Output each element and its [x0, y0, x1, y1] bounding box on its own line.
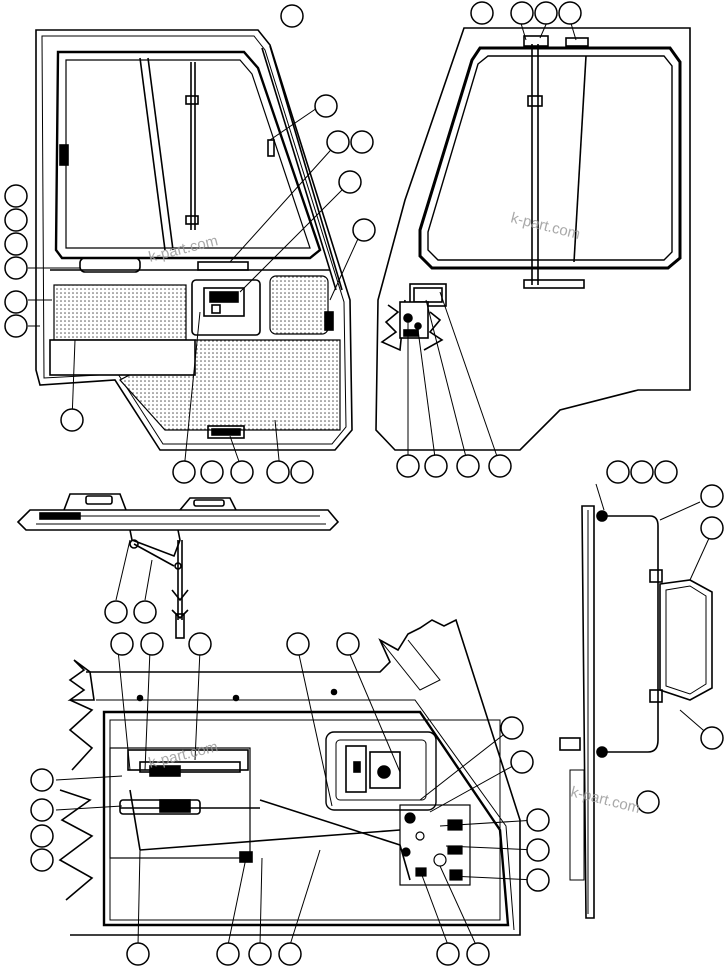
- mirror-side-view: [559, 483, 713, 919]
- callout-circle: [636, 790, 660, 814]
- callout-circle: [216, 942, 240, 966]
- callout-circle: [396, 454, 420, 478]
- callout-circle: [526, 808, 550, 832]
- callout-circle: [654, 460, 678, 484]
- callout-circle: [286, 632, 310, 656]
- callout-circle: [436, 942, 460, 966]
- callout-circle: [278, 942, 302, 966]
- callout-circle: [314, 94, 338, 118]
- callout-circle: [510, 750, 534, 774]
- callout-circle: [4, 256, 28, 280]
- callout-circle: [248, 942, 272, 966]
- callout-circle: [140, 632, 164, 656]
- callout-circle: [126, 942, 150, 966]
- callout-circle: [280, 4, 304, 28]
- door-lock-detail-view: [55, 618, 537, 946]
- callout-circle: [230, 460, 254, 484]
- callout-circle: [336, 632, 360, 656]
- callout-circle: [534, 1, 558, 25]
- callout-circle: [526, 868, 550, 892]
- callout-circle: [352, 218, 376, 242]
- callout-circle: [700, 484, 724, 508]
- callout-circle: [630, 460, 654, 484]
- callout-circle: [133, 600, 157, 624]
- callout-circle: [326, 130, 350, 154]
- callout-circle: [700, 726, 724, 750]
- callout-circle: [290, 460, 314, 484]
- callout-circle: [470, 1, 494, 25]
- door-outer-view: [28, 29, 363, 471]
- callout-circle: [700, 516, 724, 540]
- watermark-text: k-part.com: [509, 209, 582, 243]
- watermark-text: k-part.com: [147, 232, 220, 266]
- callout-circle: [188, 632, 212, 656]
- callout-circle: [30, 768, 54, 792]
- callout-circle: [266, 460, 290, 484]
- callout-circle: [4, 314, 28, 338]
- callout-circle: [606, 460, 630, 484]
- callout-circles: [4, 1, 724, 966]
- callout-circle: [558, 1, 582, 25]
- callout-circle: [172, 460, 196, 484]
- door-inner-view: [375, 19, 691, 466]
- callout-circle: [526, 838, 550, 862]
- callout-circle: [4, 232, 28, 256]
- door-top-view: [16, 493, 340, 639]
- callout-circle: [456, 454, 480, 478]
- callout-circle: [30, 824, 54, 848]
- callout-circle: [30, 848, 54, 872]
- callout-circle: [60, 408, 84, 432]
- callout-circle: [466, 942, 490, 966]
- callout-circle: [488, 454, 512, 478]
- callout-circle: [200, 460, 224, 484]
- callout-circle: [500, 716, 524, 740]
- callout-circle: [4, 290, 28, 314]
- callout-circle: [338, 170, 362, 194]
- callout-circle: [4, 208, 28, 232]
- callout-circle: [510, 1, 534, 25]
- callout-circle: [4, 184, 28, 208]
- watermark-text: k-part.com: [569, 783, 642, 817]
- callout-circle: [424, 454, 448, 478]
- callout-circle: [30, 798, 54, 822]
- callout-circle: [104, 600, 128, 624]
- callout-circle: [350, 130, 374, 154]
- callout-circle: [110, 632, 134, 656]
